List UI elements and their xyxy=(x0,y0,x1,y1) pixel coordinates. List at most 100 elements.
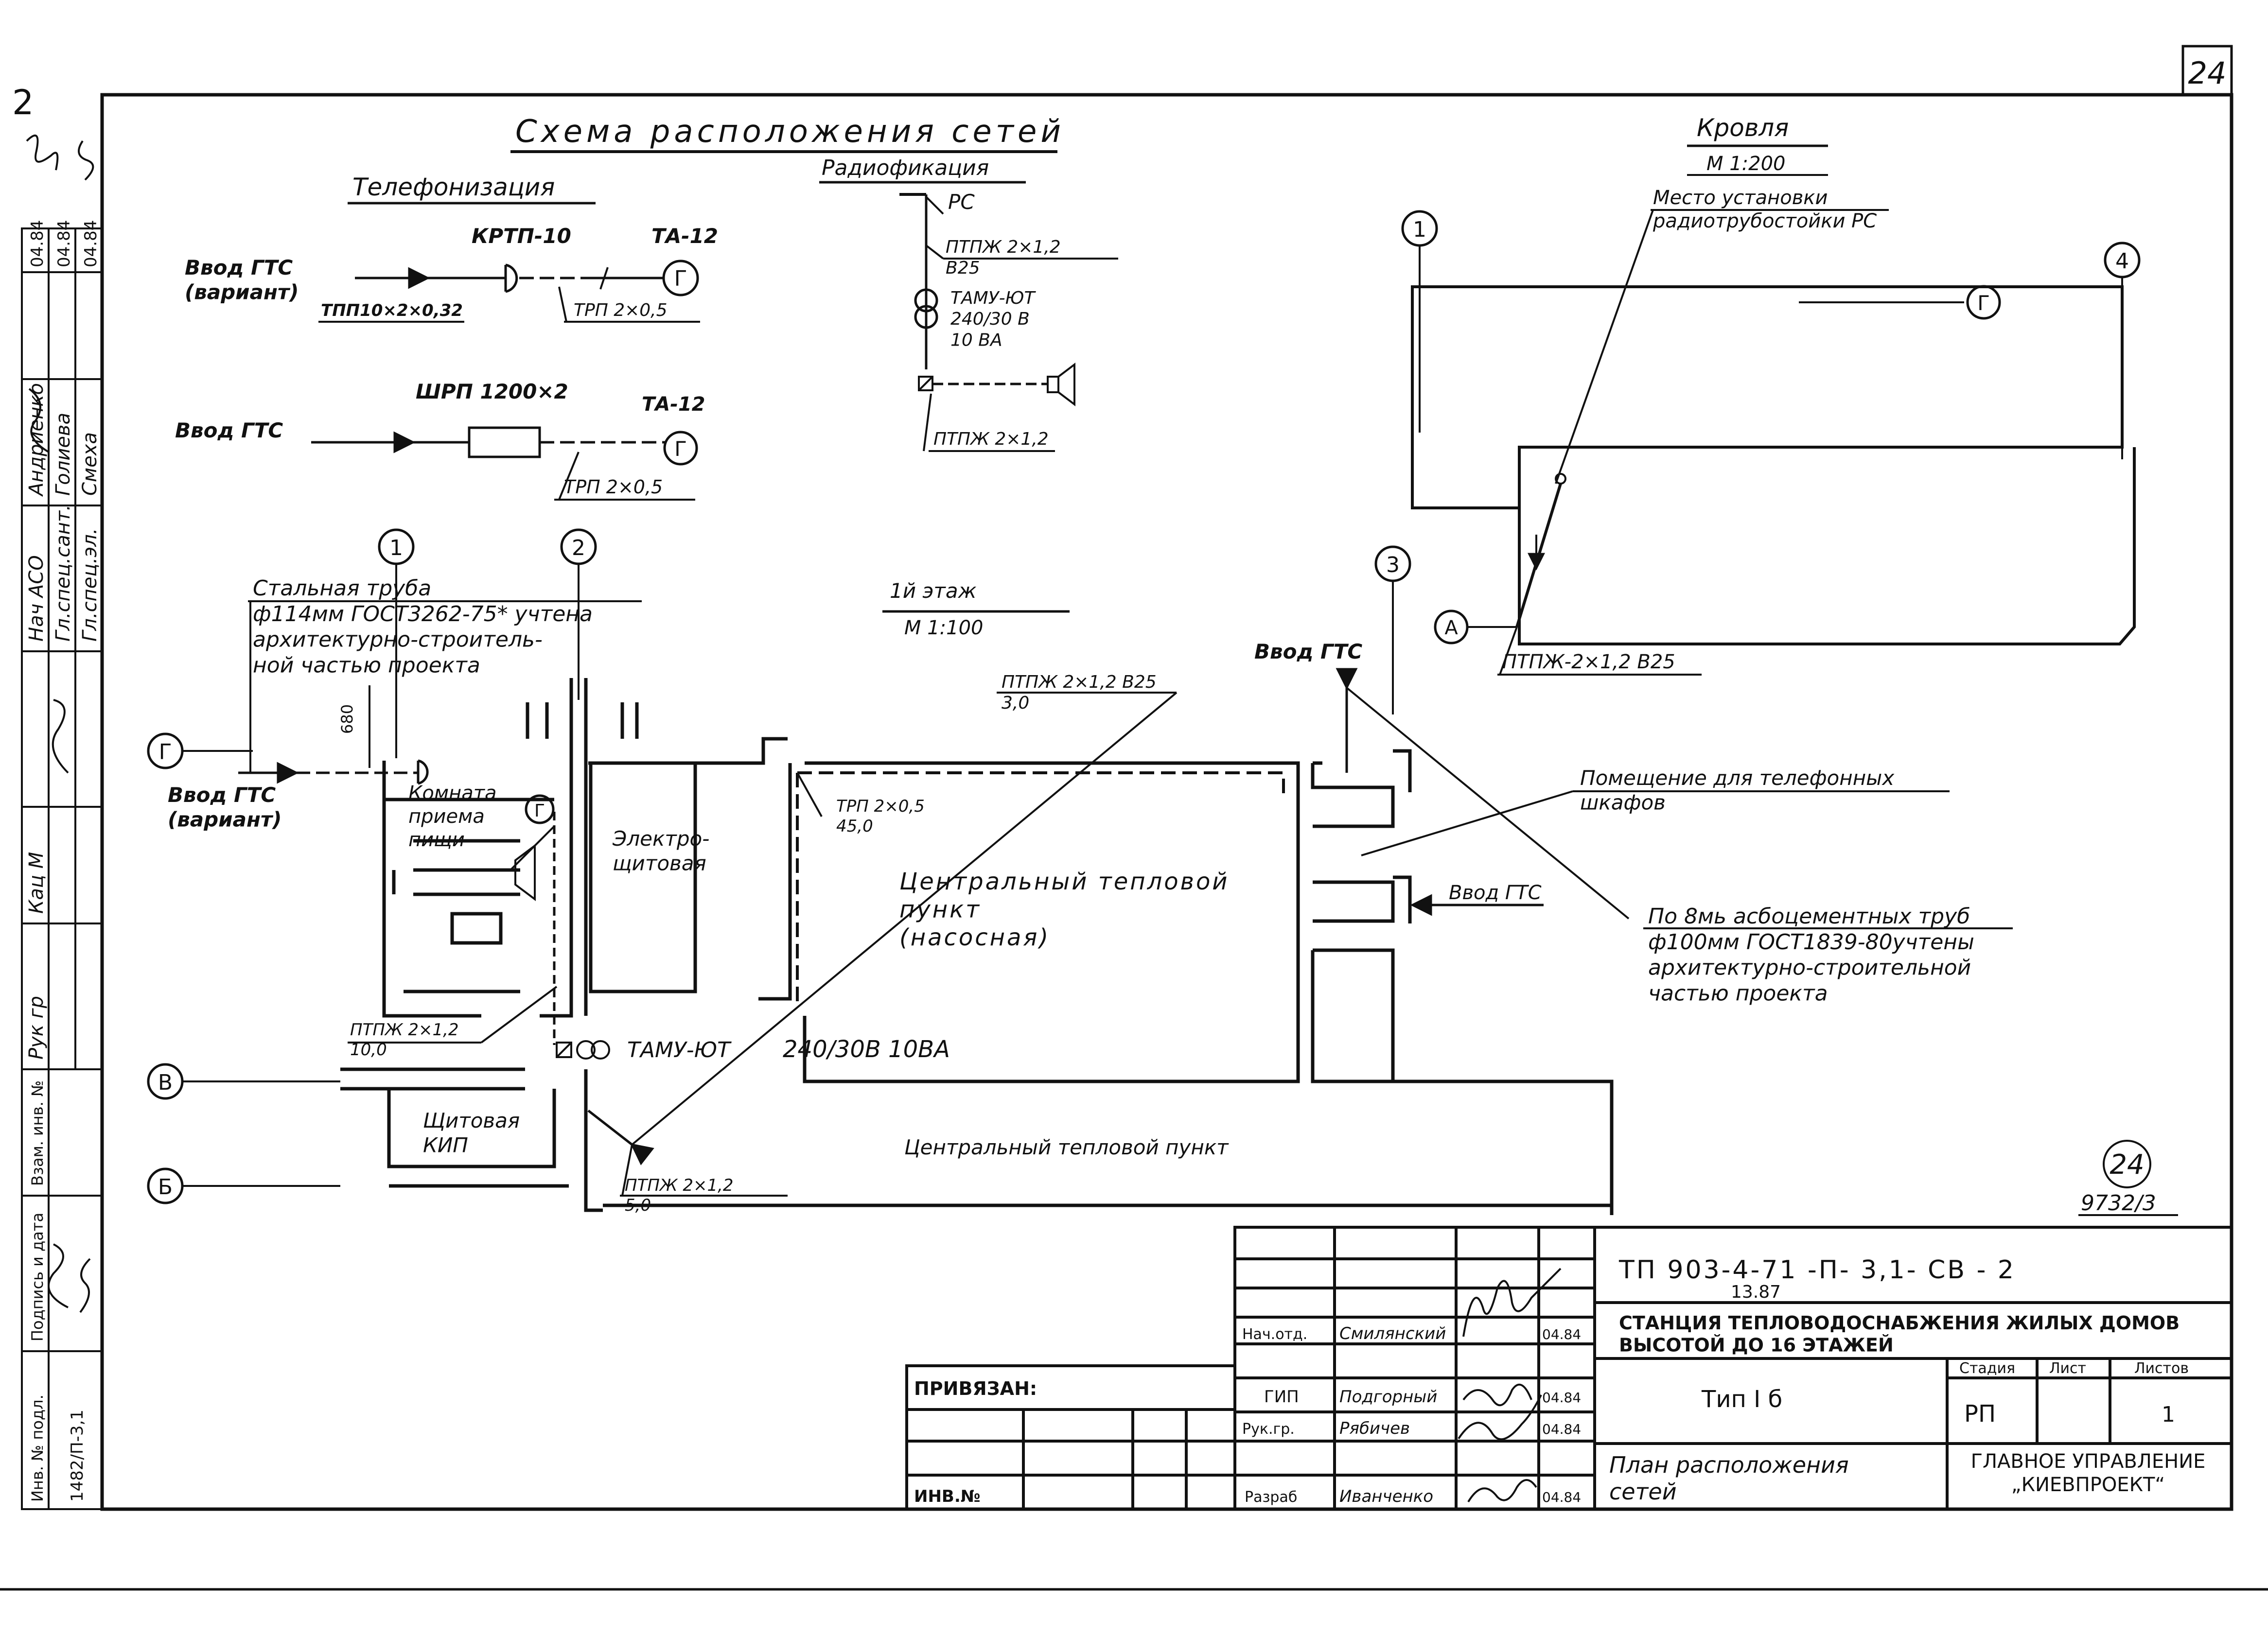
roof-axis-4: 4 xyxy=(2115,249,2129,274)
room-meal-outlet-g: Г xyxy=(534,801,545,821)
date-2: 04.84 xyxy=(1542,1390,1581,1406)
floor-entry-variant: Ввод ГТС(вариант) xyxy=(168,783,282,831)
floor-title: 1й этаж xyxy=(890,579,977,603)
title-block-texts: ТП 903-4-71 -П- 3,1- СВ - 2 13.87 СТАНЦИ… xyxy=(914,1255,2205,1506)
building-walls xyxy=(340,678,1614,1215)
corner-mark-top: 2 xyxy=(12,83,34,122)
tamu-spec: 240/30В 10ВА xyxy=(783,1036,950,1063)
side-kats: Кац М xyxy=(25,852,48,914)
floor-axis-3: 3 xyxy=(1386,553,1400,577)
radio-cable-bottom: ПТПЖ 2×1,2 xyxy=(933,429,1049,449)
privyazan: ПРИВЯЗАН: xyxy=(914,1378,1037,1399)
side-date-1: 04.84 xyxy=(28,220,47,267)
role-razrab: Разраб xyxy=(1245,1489,1297,1506)
floor-axis-2: 2 xyxy=(572,536,585,560)
main-title: Схема расположения сетей xyxy=(515,114,1065,150)
date-4: 04.84 xyxy=(1542,1489,1581,1505)
floor-plan: 1й этаж М 1:100 1 2 3 Г В Б Стальная тру… xyxy=(147,528,2013,1215)
tel-krtp: КРТП-10 xyxy=(472,224,571,248)
doc-date: 13.87 xyxy=(1731,1282,1781,1302)
col-sheets: Листов xyxy=(2134,1360,2189,1377)
side-signatures xyxy=(26,134,94,1308)
entry-right: Ввод ГТС xyxy=(1449,882,1542,904)
date-3: 04.84 xyxy=(1542,1421,1581,1437)
inv-no: ИНВ.№ xyxy=(914,1487,981,1506)
radio-title: Радиофикация xyxy=(822,156,989,180)
floor-axis-g: Г xyxy=(159,740,172,765)
floor-scale: М 1:100 xyxy=(904,617,984,639)
side-golieva: Голиева xyxy=(52,413,74,496)
tel-entry: Ввод ГТС xyxy=(175,418,283,442)
date-1: 04.84 xyxy=(1542,1326,1581,1342)
floor-axis-v: В xyxy=(158,1070,173,1095)
side-vzam: Взам. инв. № xyxy=(28,1080,47,1186)
room-ctp-lower: Центральный тепловой пункт xyxy=(904,1135,1229,1159)
floor-axis-b: Б xyxy=(158,1175,173,1200)
tel-shrp: ШРП 1200×2 xyxy=(416,380,568,403)
tel-entry-variant: Ввод ГТС(вариант) xyxy=(185,256,299,304)
col-sheet: Лист xyxy=(2049,1360,2086,1377)
side-smekha: Смеха xyxy=(79,432,101,496)
telephony-section: Телефонизация Ввод ГТС(вариант) КРТП-10 … xyxy=(175,173,718,501)
col-stage: Стадия xyxy=(1959,1360,2015,1377)
side-date-2: 04.84 xyxy=(54,220,74,267)
room-electro: Электро-щитовая xyxy=(612,827,709,875)
dim-680: 680 xyxy=(338,704,356,734)
stamp-type: Тип I б xyxy=(1701,1386,1782,1413)
tel-ta12-a: ТА-12 xyxy=(651,224,718,248)
side-podpis: Подпись и дата xyxy=(28,1213,47,1341)
roof-axis-a: А xyxy=(1444,617,1458,639)
roof-title: Кровля xyxy=(1697,114,1789,142)
roof-axis-1: 1 xyxy=(1413,217,1426,242)
role-ruk-gr: Рук.гр. xyxy=(1242,1421,1295,1438)
entry-top: Ввод ГТС xyxy=(1254,640,1362,663)
tel-ta12-b: ТА-12 xyxy=(642,393,705,416)
role-nach-otd: Нач.отд. xyxy=(1242,1326,1307,1343)
side-ruk-gr: Рук гр xyxy=(25,996,48,1060)
tel-outlet-g-b: Г xyxy=(674,437,687,461)
roof-outlet-g: Г xyxy=(1977,291,1990,315)
doc-code: ТП 903-4-71 -П- 3,1- СВ - 2 xyxy=(1618,1255,2016,1285)
org-name: ГЛАВНОЕ УПРАВЛЕНИЕ„КИЕВПРОЕКТ“ xyxy=(1971,1450,2206,1496)
val-stage: РП xyxy=(1964,1400,1996,1427)
side-inv-no: 1482/П-3,1 xyxy=(68,1410,87,1502)
title-block xyxy=(905,1226,2233,1511)
tamu-label: ТАМУ-ЮТ xyxy=(627,1038,732,1062)
tel-cable-tpp: ТПП10×2×0,32 xyxy=(321,301,463,320)
tel-cable-trp-a: ТРП 2×0,5 xyxy=(574,300,668,320)
name-smilyanskiy: Смилянский xyxy=(1339,1324,1446,1343)
side-nach-aso: Нач АСО xyxy=(25,555,48,642)
radio-rs: РС xyxy=(948,190,975,214)
roof-cable: ПТПЖ-2×1,2 В25 xyxy=(1502,651,1675,673)
stamp-circle-mark: 24 xyxy=(2110,1149,2144,1181)
side-andrienko: Андриенко xyxy=(25,383,48,497)
telephony-title: Телефонизация xyxy=(352,173,555,201)
tel-outlet-g-a: Г xyxy=(674,266,687,291)
floor-axis-1: 1 xyxy=(389,536,403,560)
side-date-3: 04.84 xyxy=(81,220,101,267)
roof-scale: М 1:200 xyxy=(1706,153,1786,175)
stamp-signatures xyxy=(79,1258,1562,1503)
side-stamp xyxy=(21,227,103,1510)
role-gip: ГИП xyxy=(1264,1387,1299,1407)
name-ivanchenko: Иванченко xyxy=(1339,1487,1433,1506)
tel-cable-trp-b: ТРП 2×0,5 xyxy=(564,476,663,498)
side-stamp-texts: Нач АСО Гл.спец.сант. Гл.спец.эл. Андрие… xyxy=(25,220,101,1502)
side-gl-sant: Гл.спец.сант. xyxy=(52,505,74,642)
